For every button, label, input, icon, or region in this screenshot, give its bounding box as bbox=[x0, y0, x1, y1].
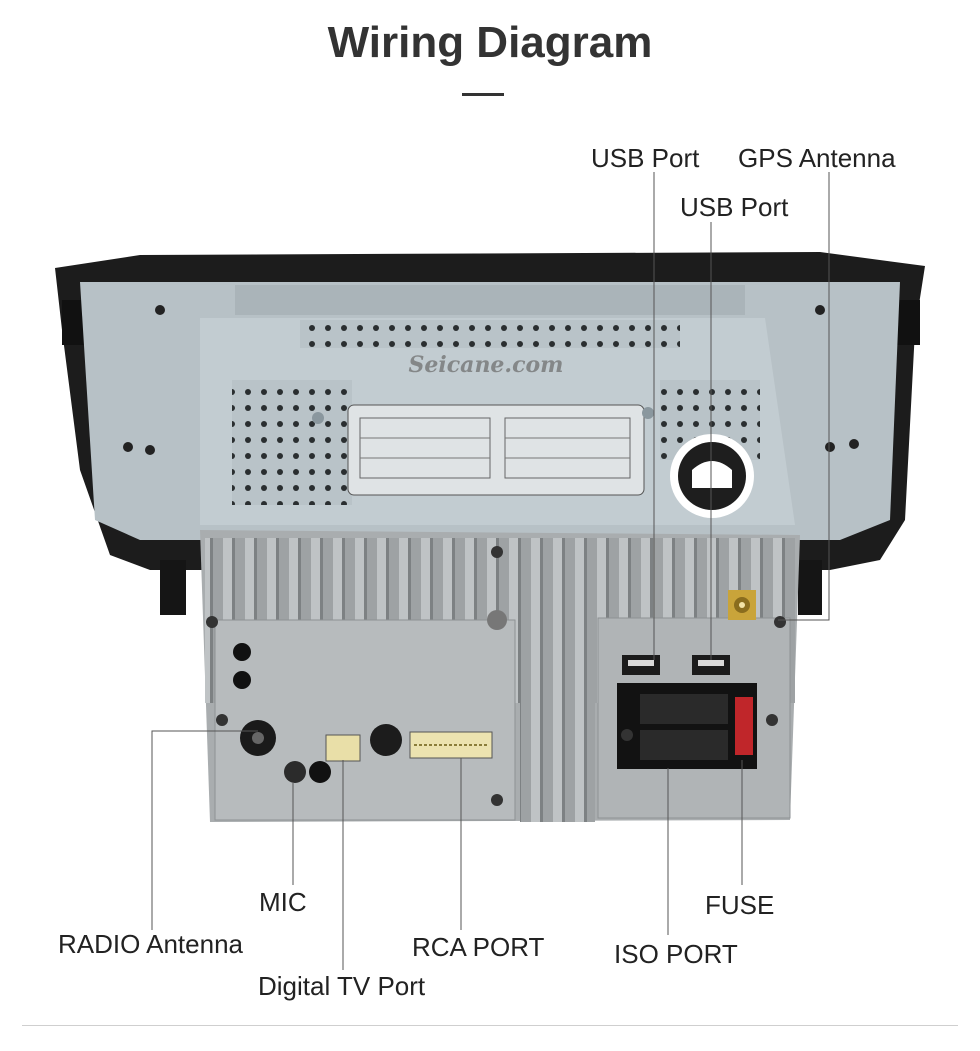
callout-fuse: FUSE bbox=[705, 890, 775, 920]
leader-radio-antenna bbox=[151, 730, 258, 930]
fuse-holder bbox=[735, 697, 753, 755]
mic-jack bbox=[284, 761, 306, 783]
watermark: Seicane.com bbox=[409, 352, 564, 378]
right-foot bbox=[798, 560, 822, 615]
leader-gps-antenna bbox=[778, 172, 830, 621]
callout-digital-tv-port: Digital TV Port bbox=[258, 971, 426, 1001]
din-socket bbox=[370, 724, 402, 756]
callout-gps-antenna: GPS Antenna bbox=[738, 143, 896, 173]
vent-holes-top bbox=[300, 320, 680, 348]
callout-iso-port: ISO PORT bbox=[614, 939, 738, 969]
callout-usb-port-1: USB Port bbox=[591, 143, 700, 173]
av-jack-2 bbox=[233, 671, 251, 689]
digital-tv-port bbox=[325, 734, 361, 762]
left-foot bbox=[160, 560, 186, 615]
title-underline bbox=[462, 93, 504, 96]
callout-mic: MIC bbox=[259, 887, 307, 917]
page-title: Wiring Diagram bbox=[327, 18, 653, 67]
callout-radio-antenna: RADIO Antenna bbox=[58, 929, 243, 959]
callout-usb-port-2: USB Port bbox=[680, 192, 789, 222]
spec-label bbox=[347, 404, 645, 496]
left-io-block bbox=[214, 619, 516, 821]
callout-rca-port: RCA PORT bbox=[412, 932, 545, 962]
av-jack-1 bbox=[233, 643, 251, 661]
vent-holes-left bbox=[232, 380, 352, 505]
leader-lines bbox=[151, 172, 830, 970]
bottom-divider bbox=[22, 1025, 958, 1026]
